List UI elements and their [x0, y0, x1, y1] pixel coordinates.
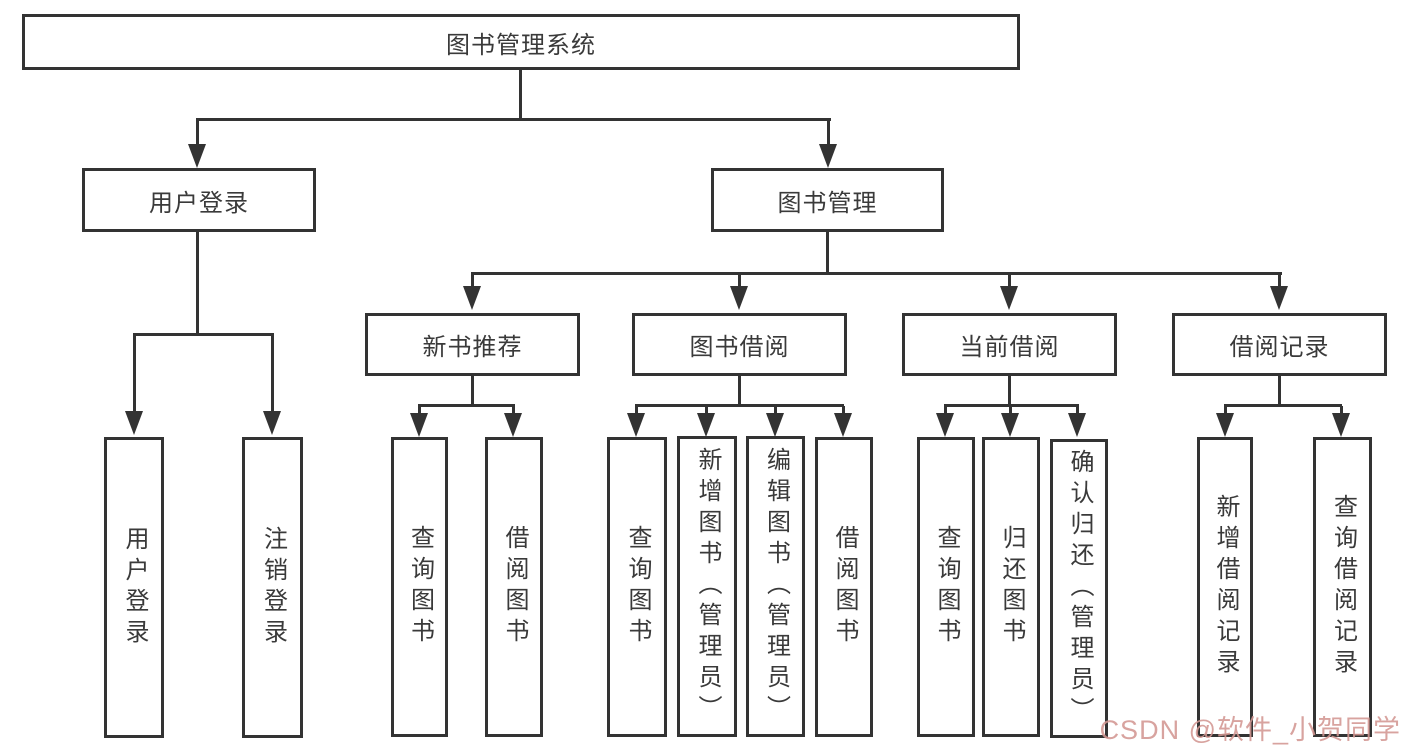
arrow-down-icon — [730, 286, 748, 310]
connector-line — [1009, 406, 1012, 415]
arrow-down-icon — [627, 413, 645, 437]
arrow-down-icon — [125, 411, 143, 435]
arrow-down-icon — [1068, 413, 1086, 437]
connector-line — [1076, 406, 1079, 415]
connector-line — [738, 376, 741, 407]
node-current-borrowing: 当前借阅 — [902, 313, 1117, 376]
connector-line — [133, 335, 136, 411]
connector-line — [738, 274, 741, 288]
connector-line — [705, 406, 708, 415]
connector-line — [826, 232, 829, 274]
arrow-down-icon — [1001, 413, 1019, 437]
connector-line — [1278, 376, 1281, 407]
connector-line — [1224, 406, 1227, 415]
leaf-add-borrow-record: 新增借阅记录 — [1197, 437, 1253, 737]
connector-line — [944, 406, 947, 415]
leaf-add-books-admin: 新增图书（管理员） — [677, 436, 737, 737]
leaf-user-login: 用户登录 — [104, 437, 164, 738]
connector-line — [1008, 274, 1011, 288]
arrow-down-icon — [766, 413, 784, 437]
node-book-management-system: 图书管理系统 — [22, 14, 1020, 70]
connector-line — [196, 120, 199, 148]
csdn-watermark: CSDN @软件_小贺同学 — [1099, 715, 1401, 745]
connector-line — [418, 404, 515, 407]
leaf-query-borrow-record: 查询借阅记录 — [1313, 437, 1372, 737]
connector-line — [418, 406, 421, 415]
leaf-query-books: 查询图书 — [917, 437, 975, 737]
arrow-down-icon — [936, 413, 954, 437]
connector-line — [196, 232, 199, 336]
leaf-confirm-return-admin: 确认归还（管理员） — [1050, 439, 1108, 738]
connector-line — [271, 335, 274, 411]
leaf-borrow-books: 借阅图书 — [485, 437, 543, 737]
arrow-down-icon — [819, 144, 837, 168]
arrow-down-icon — [263, 411, 281, 435]
leaf-logout: 注销登录 — [242, 437, 303, 738]
connector-line — [944, 404, 1079, 407]
connector-line — [774, 406, 777, 415]
leaf-edit-books-admin: 编辑图书（管理员） — [746, 436, 805, 737]
arrow-down-icon — [463, 286, 481, 310]
connector-line — [196, 118, 831, 121]
leaf-borrow-books: 借阅图书 — [815, 437, 873, 737]
connector-line — [1340, 406, 1343, 415]
connector-line — [133, 333, 274, 336]
leaf-query-books: 查询图书 — [607, 437, 667, 737]
connector-line — [842, 406, 845, 415]
arrow-down-icon — [1216, 413, 1234, 437]
node-book-management-module: 图书管理 — [711, 168, 944, 232]
connector-line — [1224, 404, 1342, 407]
connector-line — [471, 274, 474, 288]
arrow-down-icon — [697, 413, 715, 437]
connector-line — [635, 406, 638, 415]
arrow-down-icon — [188, 144, 206, 168]
connector-line — [519, 70, 522, 120]
node-book-borrowing: 图书借阅 — [632, 313, 847, 376]
connector-line — [471, 272, 1282, 275]
connector-line — [512, 406, 515, 415]
connector-line — [471, 376, 474, 407]
node-user-login-module: 用户登录 — [82, 168, 316, 232]
connector-line — [635, 404, 844, 407]
arrow-down-icon — [1270, 286, 1288, 310]
arrow-down-icon — [834, 413, 852, 437]
connector-line — [1278, 274, 1281, 288]
node-new-book-recommendation: 新书推荐 — [365, 313, 580, 376]
arrow-down-icon — [1332, 413, 1350, 437]
leaf-query-books: 查询图书 — [391, 437, 448, 737]
arrow-down-icon — [504, 413, 522, 437]
node-borrowing-records: 借阅记录 — [1172, 313, 1387, 376]
leaf-return-books: 归还图书 — [982, 437, 1040, 737]
arrow-down-icon — [1000, 286, 1018, 310]
connector-line — [1008, 376, 1011, 407]
arrow-down-icon — [410, 413, 428, 437]
connector-line — [827, 120, 830, 148]
